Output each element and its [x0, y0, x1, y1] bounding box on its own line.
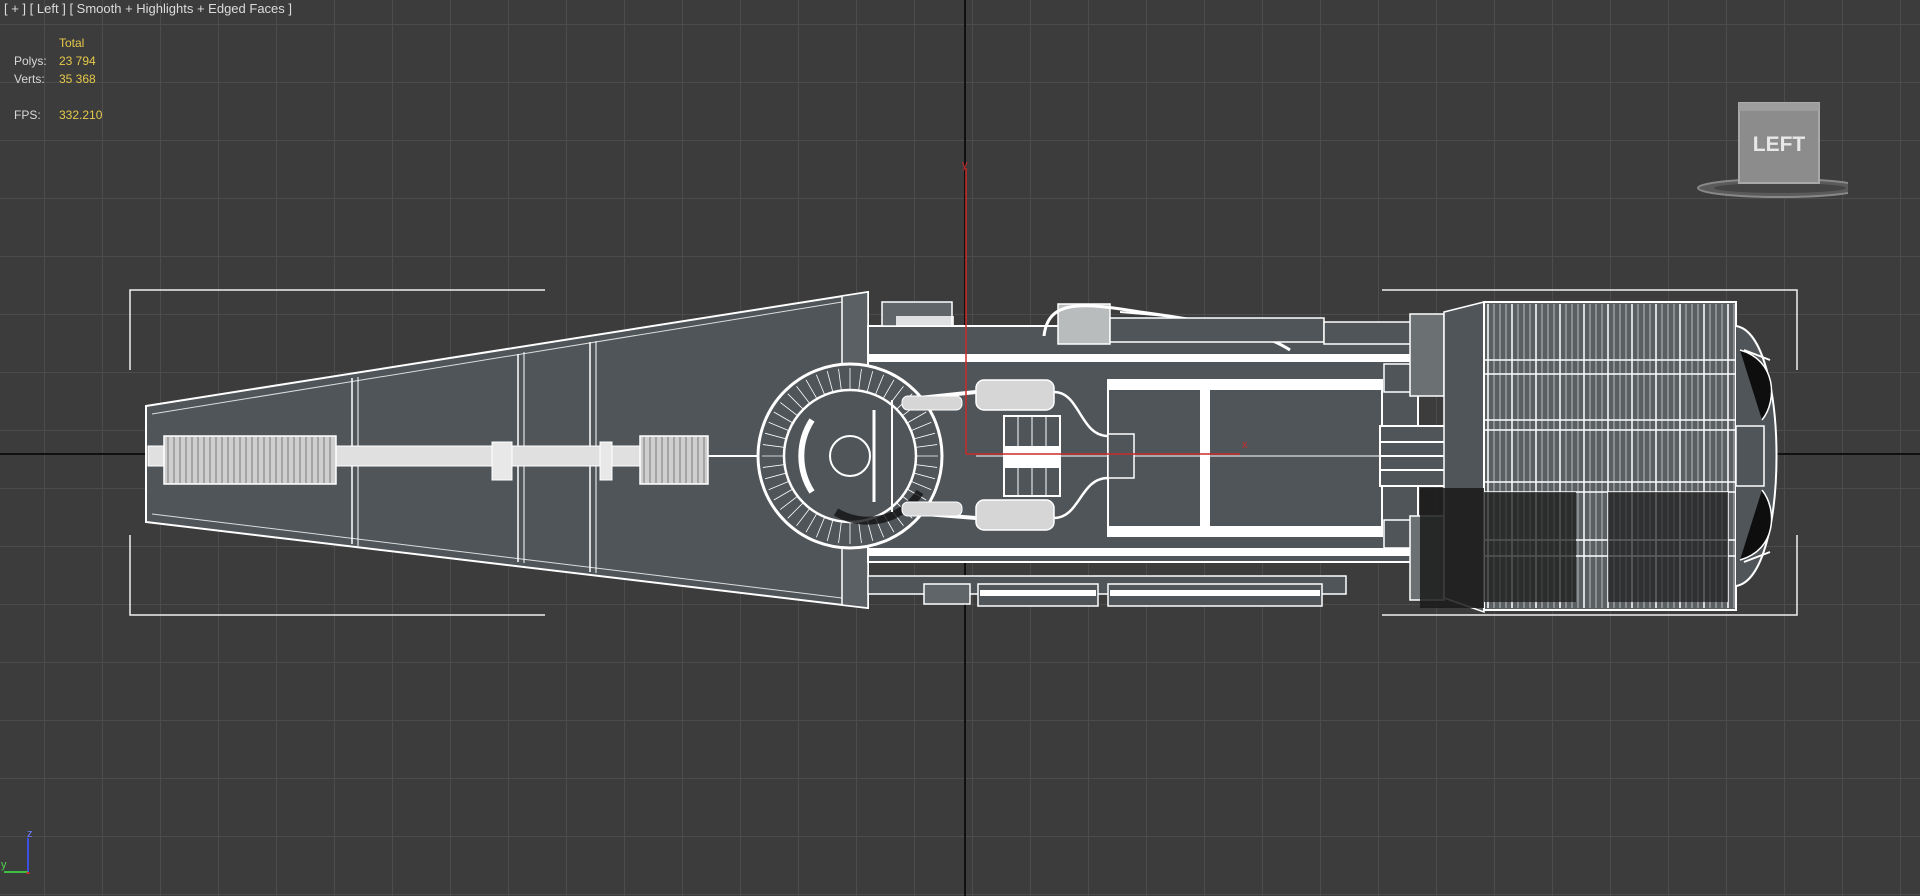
gizmo-x-label: x — [1242, 439, 1248, 451]
stats-polys-label: Polys: — [14, 54, 47, 68]
transform-gizmo-icon[interactable]: y x — [962, 159, 1248, 455]
viewport-label-bar: [ + ] [ Left ] [ Smooth + Highlights + E… — [4, 1, 292, 16]
triad-z-label: z — [27, 828, 33, 840]
exhaust-nozzle — [1420, 301, 1778, 614]
gizmo-y-label: y — [962, 159, 968, 171]
triad-y-label: y — [1, 859, 7, 871]
viewcube-face-label[interactable]: LEFT — [1753, 133, 1806, 156]
viewport-view-button[interactable]: [ Left ] — [29, 1, 66, 16]
stats-verts-label: Verts: — [14, 72, 45, 86]
stats-fps-label: FPS: — [14, 108, 41, 122]
intake-ring — [756, 362, 963, 550]
stats-total-header: Total — [59, 36, 85, 50]
selection-brackets — [129, 289, 1798, 616]
viewcube-icon[interactable]: LEFT — [1678, 100, 1848, 200]
viewport-shading-button[interactable]: [ Smooth + Highlights + Edged Faces ] — [69, 1, 293, 16]
axis-triad-icon: z y — [1, 828, 33, 874]
probe-shaft — [147, 435, 770, 485]
viewport-menu-button[interactable]: [ + ] — [4, 1, 27, 16]
stats-fps-value: 332.210 — [59, 108, 103, 122]
stats-polys-value: 23 794 — [59, 54, 96, 68]
fuselage-core — [867, 301, 1481, 607]
stats-verts-value: 35 368 — [59, 72, 96, 86]
